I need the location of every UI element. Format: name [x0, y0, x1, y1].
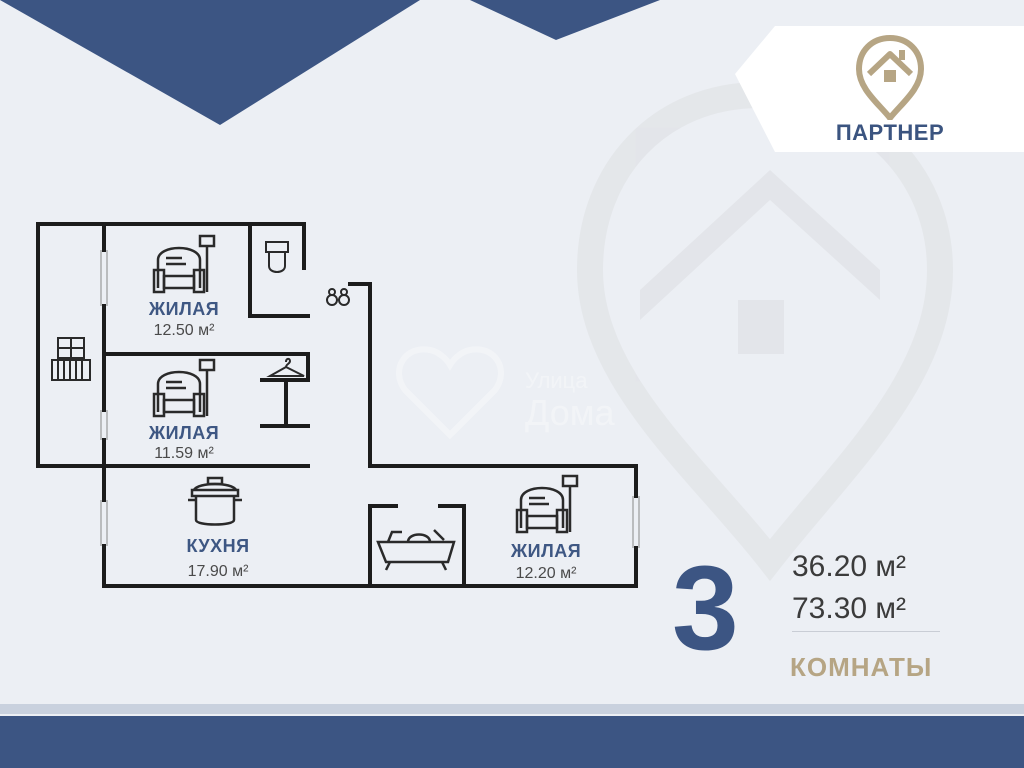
armchair-lamp-icon: [152, 358, 216, 418]
watermark: Улица Дома: [395, 340, 695, 440]
watermark-line1: Улица: [525, 368, 588, 393]
armchair-lamp-icon: [515, 474, 579, 534]
wall-corridor-right: [348, 282, 638, 498]
heart-house-watermark-icon: [396, 346, 504, 440]
room-area: 12.50 м²: [153, 322, 215, 339]
balcony-icon: [51, 337, 91, 381]
room-label: ЖИЛАЯ: [148, 423, 220, 443]
summary-divider: [792, 631, 940, 632]
pot-icon: [188, 476, 242, 526]
living-area: 36.20 м²: [792, 550, 907, 583]
wall-outer-top: [36, 222, 306, 270]
background-pin-icon: [576, 81, 954, 582]
brand-card: [735, 26, 1024, 152]
hanger-icon: [266, 357, 305, 377]
armchair-lamp-icon: [152, 234, 216, 294]
room-label: ЖИЛАЯ: [510, 541, 582, 561]
house-pin-logo-icon: [855, 34, 925, 120]
room-label: КУХНЯ: [186, 536, 250, 556]
rooms-word: КОМНАТЫ: [790, 652, 933, 682]
sink-icon: [326, 288, 350, 306]
top-zigzag-band: [0, 0, 1024, 125]
room-label: ЖИЛАЯ: [148, 299, 220, 319]
bathtub-icon: [376, 529, 456, 571]
bottom-thin-band: [0, 704, 1024, 714]
rooms-count: 3: [672, 541, 739, 675]
brand-name: ПАРТНЕР: [835, 120, 945, 145]
total-area: 73.30 м²: [792, 592, 907, 625]
toilet-icon: [265, 241, 289, 273]
room-area: 12.20 м²: [515, 565, 577, 582]
room-area: 17.90 м²: [187, 563, 249, 580]
room-area: 11.59 м²: [154, 445, 214, 462]
watermark-line2: Дома: [525, 392, 615, 433]
bottom-navy-band: [0, 716, 1024, 768]
